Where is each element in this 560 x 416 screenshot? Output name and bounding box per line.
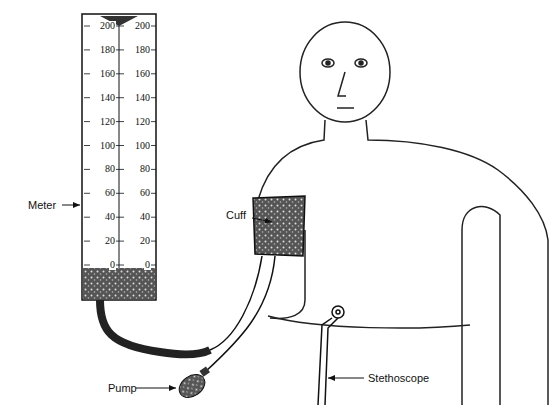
pump-tube bbox=[205, 256, 275, 372]
scale-number: 100 bbox=[134, 141, 151, 151]
scale-number: 200 bbox=[134, 21, 151, 31]
scale-number: 200 bbox=[99, 21, 116, 31]
scale-number: 20 bbox=[104, 236, 116, 246]
scale-number: 180 bbox=[99, 45, 116, 55]
scale-number: 80 bbox=[139, 164, 151, 174]
part-label: Cuff bbox=[226, 210, 246, 221]
scale-number: 0 bbox=[109, 260, 116, 270]
scale-number: 120 bbox=[134, 117, 151, 127]
scale-number: 40 bbox=[139, 212, 151, 222]
scale-number: 0 bbox=[144, 260, 151, 270]
scale-number: 80 bbox=[104, 164, 116, 174]
scale-number: 140 bbox=[99, 93, 116, 103]
scale-number: 160 bbox=[99, 69, 116, 79]
scale-number: 160 bbox=[134, 69, 151, 79]
scale-number: 140 bbox=[134, 93, 151, 103]
leader-lines bbox=[62, 205, 364, 388]
scale-ticks bbox=[84, 26, 156, 265]
scale-number: 100 bbox=[99, 141, 116, 151]
scale-number: 60 bbox=[104, 188, 116, 198]
part-label: Pump bbox=[108, 383, 137, 394]
mercury-meter bbox=[82, 14, 156, 300]
scale-number: 60 bbox=[139, 188, 151, 198]
pump-bulb bbox=[175, 366, 210, 402]
part-label: Stethoscope bbox=[368, 373, 429, 384]
stethoscope bbox=[318, 306, 344, 405]
cuff bbox=[253, 196, 305, 256]
cuff-tube bbox=[210, 256, 262, 350]
rubber-tube bbox=[100, 300, 210, 354]
scale-number: 20 bbox=[139, 236, 151, 246]
scale-number: 120 bbox=[99, 117, 116, 127]
part-label: Meter bbox=[28, 200, 56, 211]
scale-number: 180 bbox=[134, 45, 151, 55]
scale-number: 40 bbox=[104, 212, 116, 222]
